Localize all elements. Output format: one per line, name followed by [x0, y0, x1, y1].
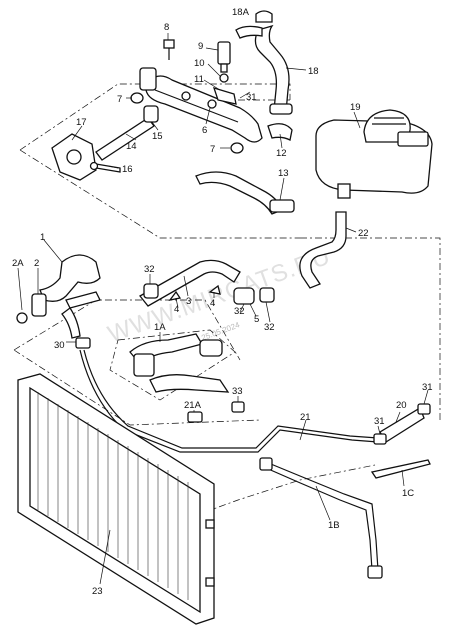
coolant-pipe-6 — [139, 67, 263, 143]
seal-2a — [16, 312, 28, 324]
clamp-31a — [373, 433, 387, 445]
clamp-33 — [231, 401, 245, 413]
callout-7-upper: 7 — [117, 94, 122, 105]
sensor-9 — [217, 41, 231, 73]
callout-3: 3 — [186, 296, 191, 307]
callout-14: 14 — [126, 141, 137, 152]
leader-lines — [17, 33, 429, 585]
callout-11: 11 — [194, 74, 204, 85]
hose-1b — [259, 457, 383, 579]
holder-1c — [370, 459, 431, 479]
hose-1 — [39, 254, 101, 339]
upper-assembly-outline — [19, 83, 441, 420]
callout-16: 16 — [122, 164, 133, 175]
valve-assembly-1a — [129, 333, 230, 393]
callout-12: 12 — [276, 148, 287, 159]
callout-33: 33 — [232, 386, 243, 397]
clamp-18a — [255, 10, 273, 23]
clip-4a — [168, 290, 182, 301]
callout-31-top: 31 — [246, 92, 257, 103]
callout-1a: 1A — [154, 322, 166, 333]
radiator-23 — [17, 373, 215, 625]
callout-labels: 8 18A 9 10 11 31 18 7 6 19 17 15 14 16 7… — [12, 7, 433, 597]
bolt-8 — [163, 39, 175, 60]
valve-subgroup-outline — [109, 329, 236, 401]
pipe-14 — [95, 105, 159, 161]
fitting-2 — [31, 293, 47, 317]
hose-18 — [235, 24, 293, 115]
o-ring-7a — [130, 92, 144, 104]
callout-21: 21 — [300, 412, 311, 423]
clip-11 — [212, 87, 237, 105]
callout-13: 13 — [278, 168, 289, 179]
callout-10: 10 — [194, 58, 205, 69]
clip-4b — [208, 284, 221, 295]
callout-18a: 18A — [232, 7, 250, 18]
callout-1: 1 — [40, 232, 45, 243]
radiator-group-outline — [204, 464, 376, 513]
clamp-32a — [143, 283, 159, 299]
callout-31-lower: 31 — [374, 416, 385, 427]
flange-17 — [51, 133, 97, 181]
callout-2: 2 — [34, 258, 39, 269]
callout-32-right: 32 — [264, 322, 275, 333]
callout-30: 30 — [54, 340, 65, 351]
hose-22 — [299, 211, 347, 289]
callout-21a: 21A — [184, 400, 202, 411]
callout-18: 18 — [308, 66, 319, 77]
callout-1c: 1C — [402, 488, 414, 499]
callout-23: 23 — [92, 586, 103, 597]
callout-31-right: 31 — [422, 382, 433, 393]
callout-17: 17 — [76, 117, 87, 128]
callout-20: 20 — [396, 400, 407, 411]
bolt-16 — [89, 161, 121, 173]
pipe-21 — [79, 349, 379, 453]
hose-13 — [195, 171, 283, 215]
callout-8: 8 — [164, 22, 169, 33]
callout-32-mid: 32 — [234, 306, 245, 317]
hose-3 — [139, 259, 241, 307]
callout-4-right: 4 — [210, 298, 215, 309]
clamp-13 — [269, 199, 295, 213]
callout-19: 19 — [350, 102, 361, 113]
callout-2a: 2A — [12, 258, 24, 269]
callout-9: 9 — [198, 41, 203, 52]
callout-6: 6 — [202, 125, 207, 136]
clip-30 — [75, 337, 91, 349]
clamp-31b — [417, 403, 431, 415]
callout-5: 5 — [254, 314, 259, 325]
callout-4-left: 4 — [174, 304, 179, 315]
clamp-32b — [259, 287, 275, 303]
callout-1b: 1B — [328, 520, 340, 531]
clip-21a — [187, 411, 203, 423]
o-ring-10 — [219, 73, 229, 83]
hose-12 — [267, 123, 293, 141]
hose-5 — [233, 287, 255, 305]
callout-32-left: 32 — [144, 264, 155, 275]
callout-7-lower: 7 — [210, 144, 215, 155]
o-ring-7b — [230, 142, 244, 154]
callout-15: 15 — [152, 131, 163, 142]
callout-22: 22 — [358, 228, 369, 239]
expansion-tank-19 — [315, 109, 433, 199]
